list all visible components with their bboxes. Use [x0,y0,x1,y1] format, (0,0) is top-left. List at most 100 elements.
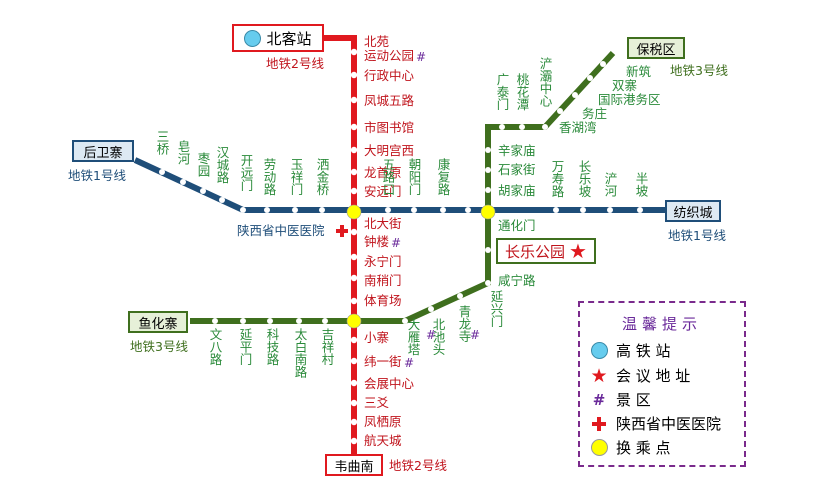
red-star-icon: ★ [569,239,587,263]
station-label: 钟楼 [364,234,389,249]
station-label: 会展中心 [364,376,415,391]
terminal-yuhuazhai: 鱼化寨 [128,311,188,333]
station-label: 广泰门 [495,73,510,111]
station-label: 市图书馆 [364,120,414,135]
transfer-point-anyuanmen [346,204,362,220]
hash-icon: # [391,236,401,250]
station-label: 桃花潭 [515,72,530,111]
transfer-point-tonghuamen [480,204,496,220]
station-label: 延兴门 [489,290,504,328]
transfer-point-icon [588,438,610,458]
station-label: 行政中心 [364,68,415,83]
station-label: 石家街 [498,162,536,177]
station-label: 龙首原 [364,165,402,180]
station-label: 咸宁路 [498,273,536,288]
station-label: 体育场 [364,293,402,308]
legend: 温馨提示 高 铁 站 ★ 会 议 地 址 # 景 区 陕西省中医医院 换 乘 点 [578,301,746,467]
terminal-label: 北客站 [266,29,312,48]
station-label: 朝阳门 [407,158,422,196]
station-label: 务庄 [582,106,607,121]
terminal-label: 纺织城 [673,205,713,221]
station-label: 大明宫西 [364,143,414,158]
legend-item: 换 乘 点 [588,437,671,458]
station-label: 太白南路 [293,327,308,379]
station-label: 延平门 [238,328,253,366]
hospital-label: 陕西省中医医院 [237,223,325,238]
terminal-houweizhai: 后卫寨 [72,140,134,162]
station-label: 康复路 [436,157,451,196]
station-label: 皂河 [176,140,191,165]
line2-label-bottom: 地铁2号线 [389,458,447,473]
hash-icon: # [416,50,426,64]
line1-label-right: 地铁1号线 [668,228,726,243]
legend-label: 景 区 [616,391,651,409]
station-label: 航天城 [364,433,402,448]
legend-label: 会 议 地 址 [616,367,691,385]
hash-icon: # [404,356,414,370]
terminal-weiqunan: 韦曲南 [325,454,383,476]
station-label: 三桥 [155,130,170,156]
hash-icon: # [470,328,480,342]
station-label: 香湖湾 [559,120,597,135]
station-label: 浐灞中心 [538,57,553,107]
terminal-baoshuiqu: 保税区 [627,37,685,59]
legend-item: 陕西省中医医院 [588,413,721,434]
terminal-label: 鱼化寨 [138,316,178,332]
line3-station-dots [212,61,606,324]
station-label: 国际港务区 [598,92,661,107]
legend-title: 温馨提示 [621,315,702,333]
station-label: 运动公园 [364,48,414,63]
station-label: 永宁门 [364,254,402,269]
terminal-beikezhan: 北客站 [232,24,324,52]
station-label: 枣园 [196,152,211,178]
station-label: 凤栖原 [364,414,402,429]
terminal-fangzhicheng: 纺织城 [665,200,721,222]
station-label: 浐河 [603,172,618,197]
legend-item: ★ 会 议 地 址 [588,364,691,387]
station-label: 大雁塔 [406,318,421,356]
red-cross-icon [588,414,610,434]
station-label: 青龙寺 [457,305,472,343]
red-cross-icon [336,225,348,237]
station-label: 长乐坡 [577,160,592,198]
legend-label: 陕西省中医医院 [616,415,722,433]
station-label: 新筑 [626,64,652,79]
high-speed-station-icon [588,341,610,361]
station-label: 南稍门 [364,273,402,288]
hash-icon: # [592,390,606,409]
station-label: 北大街 [364,216,402,231]
venue-changle-park: 长乐公园 ★ [496,238,596,264]
station-label: 五路口 [381,158,396,196]
station-label: 科技路 [265,328,280,366]
station-label: 玉祥门 [289,158,304,196]
station-label: 纬一街 [364,354,402,369]
station-label: 通化门 [498,218,536,233]
line3-label-top: 地铁3号线 [670,63,728,78]
station-label: 辛家庙 [498,143,536,158]
line2-label-top: 地铁2号线 [266,56,324,71]
station-label: 万寿路 [550,160,565,198]
legend-item: 高 铁 站 [588,340,671,361]
line1-station-dots [159,169,643,213]
station-label: 汉城路 [215,146,230,184]
legend-item: # 景 区 [588,389,651,410]
line2-station-dots [350,48,358,445]
station-label: 小寨 [364,330,389,345]
legend-label: 高 铁 站 [616,342,671,360]
station-label: 三爻 [364,395,390,410]
line2-track [322,35,357,455]
transfer-point-xiaozhai [346,313,362,329]
terminal-label: 保税区 [636,42,676,58]
station-label: 半坡 [634,172,649,197]
line3-label-left: 地铁3号线 [130,339,188,354]
hash-icon: # [426,328,436,342]
station-label: 北池头 [431,318,446,356]
red-star-icon: ★ [590,364,608,387]
station-label: 北苑 [364,34,390,49]
station-label: 胡家庙 [498,183,536,198]
legend-label: 换 乘 点 [616,439,671,457]
station-label: 吉祥村 [320,328,335,366]
station-label: 凤城五路 [364,93,415,108]
station-label: 洒金桥 [315,158,330,196]
